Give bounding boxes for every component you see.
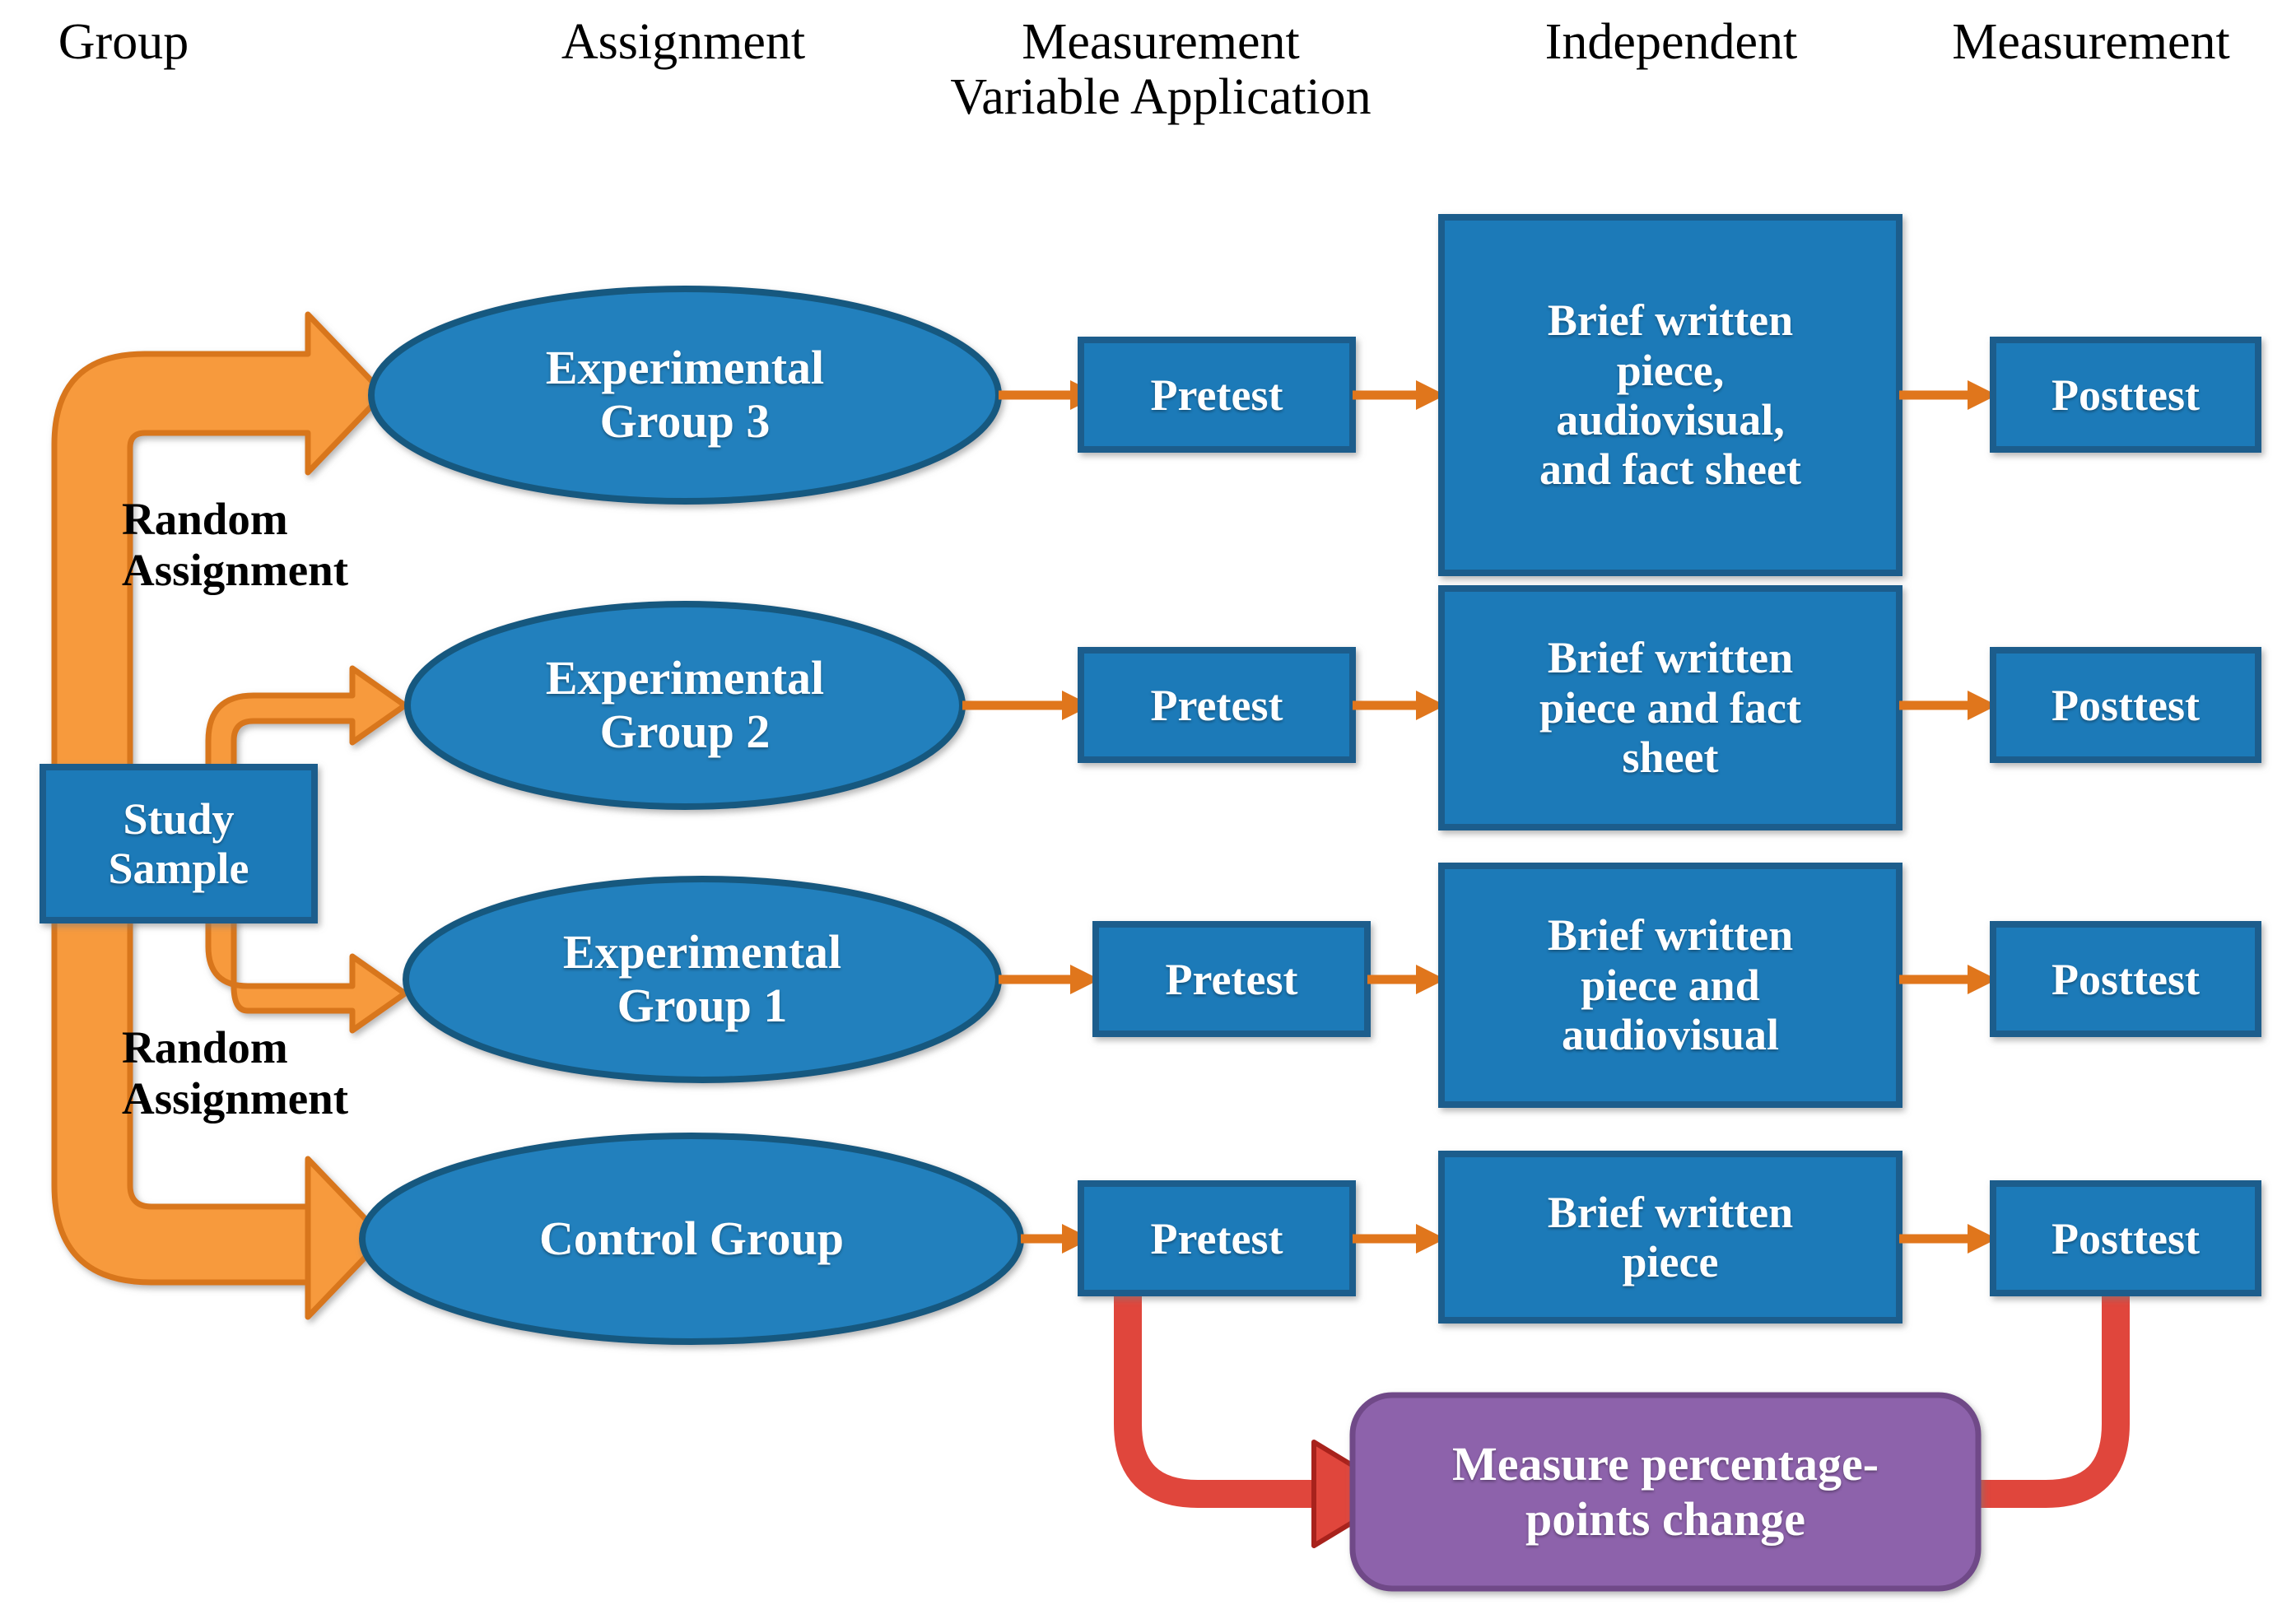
connector-eg1-to-pretest [999,965,1100,994]
connector-iv-to-posttest-row-4 [1899,1224,1997,1254]
node-control-group[interactable] [359,1133,1024,1345]
connector-pretest-to-iv-row-2 [1353,691,1446,720]
node-posttest-row-3[interactable] [1990,921,2261,1037]
node-measure-outcome[interactable] [1349,1392,1982,1592]
column-header-independent: Independent [1544,14,1798,70]
node-posttest-row-2[interactable] [1990,647,2261,763]
connector-pretest-to-iv-row-1 [1353,380,1446,410]
column-header-assignment: Assignment [561,14,806,70]
annotation-random-assignment-top: Random Assignment [122,494,349,595]
node-independent-variable-row-4[interactable] [1438,1151,1902,1324]
column-header-measurement: Measurement [1952,14,2230,70]
connector-pretest-to-iv-row-3 [1367,965,1446,994]
column-header-group: Group [58,14,189,70]
connector-iv-to-posttest-row-1 [1899,380,1997,410]
node-posttest-row-4[interactable] [1990,1180,2261,1296]
node-independent-variable-row-2[interactable] [1438,585,1902,830]
node-posttest-row-1[interactable] [1990,337,2261,453]
node-experimental-group-3[interactable] [368,286,1002,505]
node-experimental-group-2[interactable] [404,601,966,810]
node-independent-variable-row-1[interactable] [1438,214,1902,576]
connector-pretest-to-iv-row-4 [1353,1224,1446,1254]
node-pretest-row-3[interactable] [1092,921,1371,1037]
arrow-study-to-experimental-group-1 [205,912,408,1034]
arrow-study-to-experimental-group-2 [205,665,408,826]
connector-eg2-to-pretest [962,691,1092,720]
connector-iv-to-posttest-row-2 [1899,691,1997,720]
connector-control-to-pretest [1021,1224,1092,1254]
node-pretest-row-4[interactable] [1078,1180,1356,1296]
node-study-sample[interactable] [40,764,318,923]
node-pretest-row-1[interactable] [1078,337,1356,453]
connector-iv-to-posttest-row-3 [1899,965,1997,994]
column-header-measurement-variable-application: Measurement Variable Application [950,14,1372,125]
node-independent-variable-row-3[interactable] [1438,863,1902,1108]
annotation-random-assignment-bottom: Random Assignment [122,1022,349,1124]
node-pretest-row-2[interactable] [1078,647,1356,763]
